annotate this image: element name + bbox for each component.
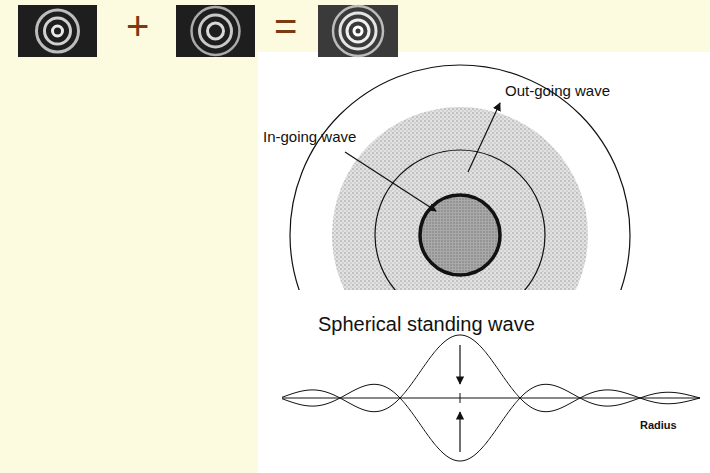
axis-label: Radius xyxy=(640,419,677,431)
wave-label: Out-going wave xyxy=(505,83,610,100)
ring-image xyxy=(18,5,97,57)
wave-label: In-going wave xyxy=(263,129,356,146)
ring-image xyxy=(318,5,398,57)
ring-image xyxy=(176,5,255,57)
sphere-figure xyxy=(290,65,630,290)
plus-sign: + xyxy=(126,4,149,48)
plot-title: Spherical standing wave xyxy=(318,313,535,335)
standing-wave-plot xyxy=(282,335,700,461)
equals-sign: = xyxy=(274,4,297,48)
